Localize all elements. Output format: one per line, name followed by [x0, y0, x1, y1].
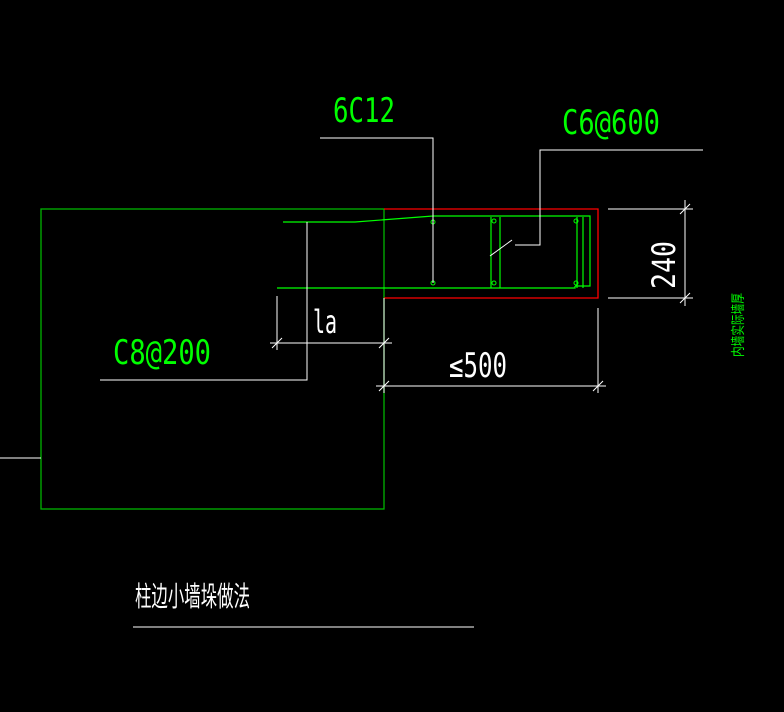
dim-la-tick: [271, 337, 283, 349]
bar-dots: [430, 218, 579, 286]
rebar-group: [277, 215, 591, 289]
label-max-length: ≤500: [449, 346, 507, 386]
drawing-title: 柱边小墙垛做法: [135, 580, 250, 613]
bar-dot: [573, 280, 579, 286]
dimensions: [270, 200, 693, 393]
label-main-bars: 6C12: [333, 91, 395, 131]
leader-C6-600-tick: [489, 239, 513, 257]
anchor-bar-bottom: [277, 286, 576, 289]
leader-6C12: [320, 137, 434, 283]
dim-500-tick: [592, 380, 604, 392]
bar-dot: [491, 280, 497, 286]
dim-240-tick: [679, 203, 691, 215]
dim-500-tick: [378, 380, 390, 392]
leader-C8-200: [100, 222, 308, 381]
bar-dot: [573, 218, 579, 224]
label-wall-thickness: 240: [645, 241, 683, 289]
dim-240-tick: [679, 292, 691, 304]
leader-C6-600: [515, 149, 703, 246]
label-tie-spacing: C6@600: [562, 103, 660, 143]
label-anchorage: la: [313, 303, 337, 341]
anchor-bar-top: [283, 215, 591, 287]
label-anchor-bars: C8@200: [113, 333, 211, 373]
bar-dot: [491, 218, 497, 224]
leaders: [100, 137, 703, 381]
text-labels: 6C12 C6@600 C8@200 la ≤500 240 内墙实际墙厚 柱边…: [113, 91, 747, 613]
label-note: 内墙实际墙厚: [731, 293, 747, 357]
column-outline: [40, 208, 385, 510]
wall-pier-boundary: [384, 208, 599, 299]
